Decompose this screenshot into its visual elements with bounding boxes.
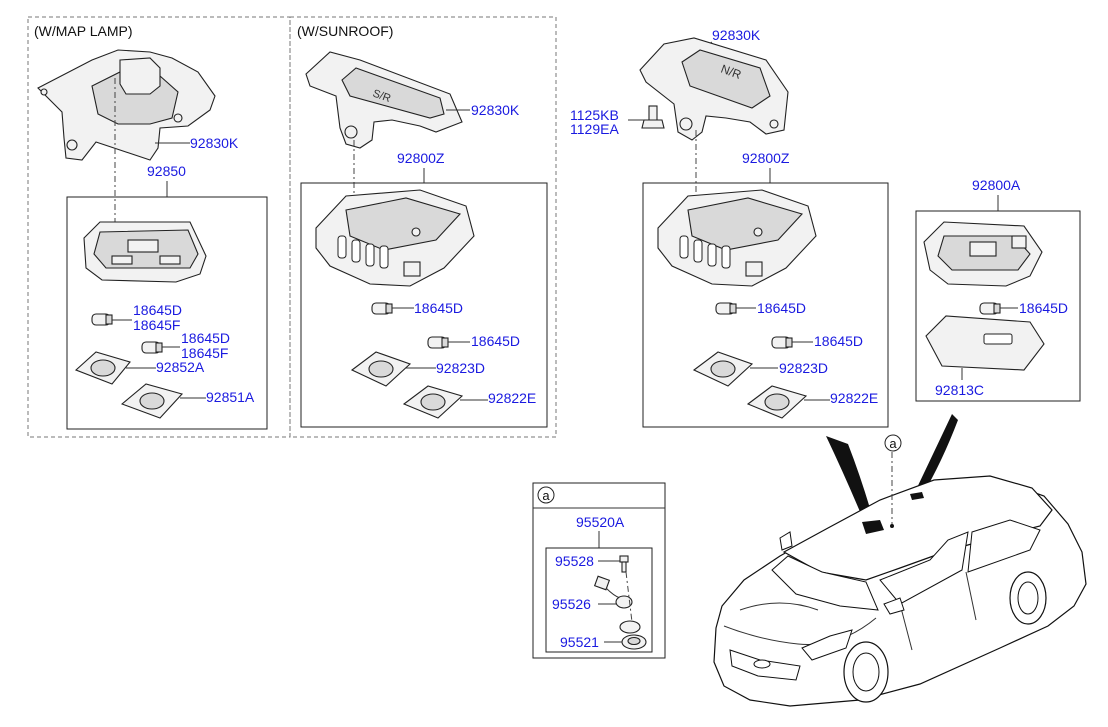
standard-bulb-1[interactable]	[715, 302, 737, 315]
detail-a-box	[532, 482, 666, 659]
sunroof-group-title: (W/SUNROOF)	[297, 23, 393, 39]
standard-assembly-box	[642, 182, 889, 428]
standard-housing[interactable]	[657, 189, 817, 287]
label-map-lamp-lens-2[interactable]: 92851A	[206, 389, 255, 405]
detail-a-inner-box	[545, 547, 653, 653]
detail-a-marker-text: a	[542, 488, 550, 503]
label-standard-bulb-2[interactable]: 18645D	[814, 333, 863, 349]
map-lamp-bulb-1[interactable]	[91, 313, 113, 326]
svg-text:N/R: N/R	[719, 62, 744, 82]
map-lamp-lens-2[interactable]	[120, 383, 184, 419]
standard-bolt[interactable]	[641, 105, 665, 129]
detail-a-harness[interactable]	[593, 575, 633, 609]
standard-lens-2[interactable]	[746, 385, 808, 419]
label-room-lamp-lens[interactable]: 92813C	[935, 382, 984, 398]
label-sunroof-bulb-1[interactable]: 18645D	[414, 300, 463, 316]
label-standard-bracket[interactable]: 92830K	[712, 27, 761, 43]
label-sunroof-lens-2[interactable]: 92822E	[488, 390, 536, 406]
sunroof-assembly-box	[300, 182, 548, 428]
label-sunroof-assembly[interactable]: 92800Z	[397, 150, 445, 166]
room-lamp-bulb[interactable]	[979, 302, 1001, 315]
label-standard-bolt-a[interactable]: 1125KB	[570, 107, 619, 123]
sunroof-bulb-2[interactable]	[427, 336, 449, 349]
standard-bulb-2[interactable]	[771, 336, 793, 349]
label-standard-lens[interactable]: 92823D	[779, 360, 828, 376]
label-detail-a-assembly[interactable]: 95520A	[576, 514, 625, 530]
sunroof-group-box	[289, 16, 557, 438]
label-sunroof-bulb-2[interactable]: 18645D	[471, 333, 520, 349]
map-lamp-lens[interactable]	[74, 351, 131, 385]
map-lamp-bulb-2[interactable]	[141, 341, 163, 354]
room-lamp-lens[interactable]	[925, 315, 1045, 371]
map-lamp-housing[interactable]	[83, 221, 207, 283]
label-map-lamp-lens[interactable]: 92852A	[156, 359, 205, 375]
map-lamp-group-title: (W/MAP LAMP)	[34, 23, 133, 39]
sunroof-housing[interactable]	[315, 189, 475, 287]
label-room-lamp-assembly[interactable]: 92800A	[972, 177, 1021, 193]
label-map-lamp-assembly[interactable]: 92850	[147, 163, 186, 179]
sunroof-bulb-1[interactable]	[371, 302, 393, 315]
room-lamp-box	[915, 210, 1081, 402]
sunroof-bracket[interactable]: S/R	[305, 51, 463, 149]
car-callout-a-text: a	[889, 436, 897, 451]
label-standard-bolt-b[interactable]: 1129EA	[570, 121, 619, 137]
label-detail-a-harness[interactable]: 95526	[552, 596, 591, 612]
label-map-lamp-bracket[interactable]: 92830K	[190, 135, 239, 151]
label-map-bulb-2-b[interactable]: 18645F	[181, 345, 228, 361]
detail-a-marker	[537, 486, 555, 504]
detail-a-base[interactable]	[619, 620, 647, 650]
sunroof-lens-2[interactable]	[402, 385, 464, 419]
car-illustration	[713, 414, 1087, 707]
label-map-bulb-1-b[interactable]: 18645F	[133, 317, 180, 333]
standard-lens[interactable]	[692, 351, 754, 387]
label-detail-a-screw[interactable]: 95528	[555, 553, 594, 569]
map-lamp-assembly-box	[66, 196, 268, 430]
car-callout-a-marker	[884, 434, 902, 452]
label-map-bulb-1-a[interactable]: 18645D	[133, 302, 182, 318]
sunroof-lens[interactable]	[350, 351, 412, 387]
label-room-lamp-bulb[interactable]: 18645D	[1019, 300, 1068, 316]
room-lamp-housing[interactable]	[923, 221, 1043, 287]
label-standard-assembly[interactable]: 92800Z	[742, 150, 790, 166]
label-map-bulb-2-a[interactable]: 18645D	[181, 330, 230, 346]
label-sunroof-lens[interactable]: 92823D	[436, 360, 485, 376]
standard-bracket[interactable]: N/R	[639, 37, 789, 141]
label-standard-lens-2[interactable]: 92822E	[830, 390, 878, 406]
svg-text:S/R: S/R	[371, 88, 392, 106]
label-standard-bulb-1[interactable]: 18645D	[757, 300, 806, 316]
label-sunroof-bracket[interactable]: 92830K	[471, 102, 520, 118]
label-detail-a-base[interactable]: 95521	[560, 634, 599, 650]
detail-a-screw[interactable]	[619, 555, 629, 573]
map-lamp-bracket[interactable]	[37, 49, 216, 161]
